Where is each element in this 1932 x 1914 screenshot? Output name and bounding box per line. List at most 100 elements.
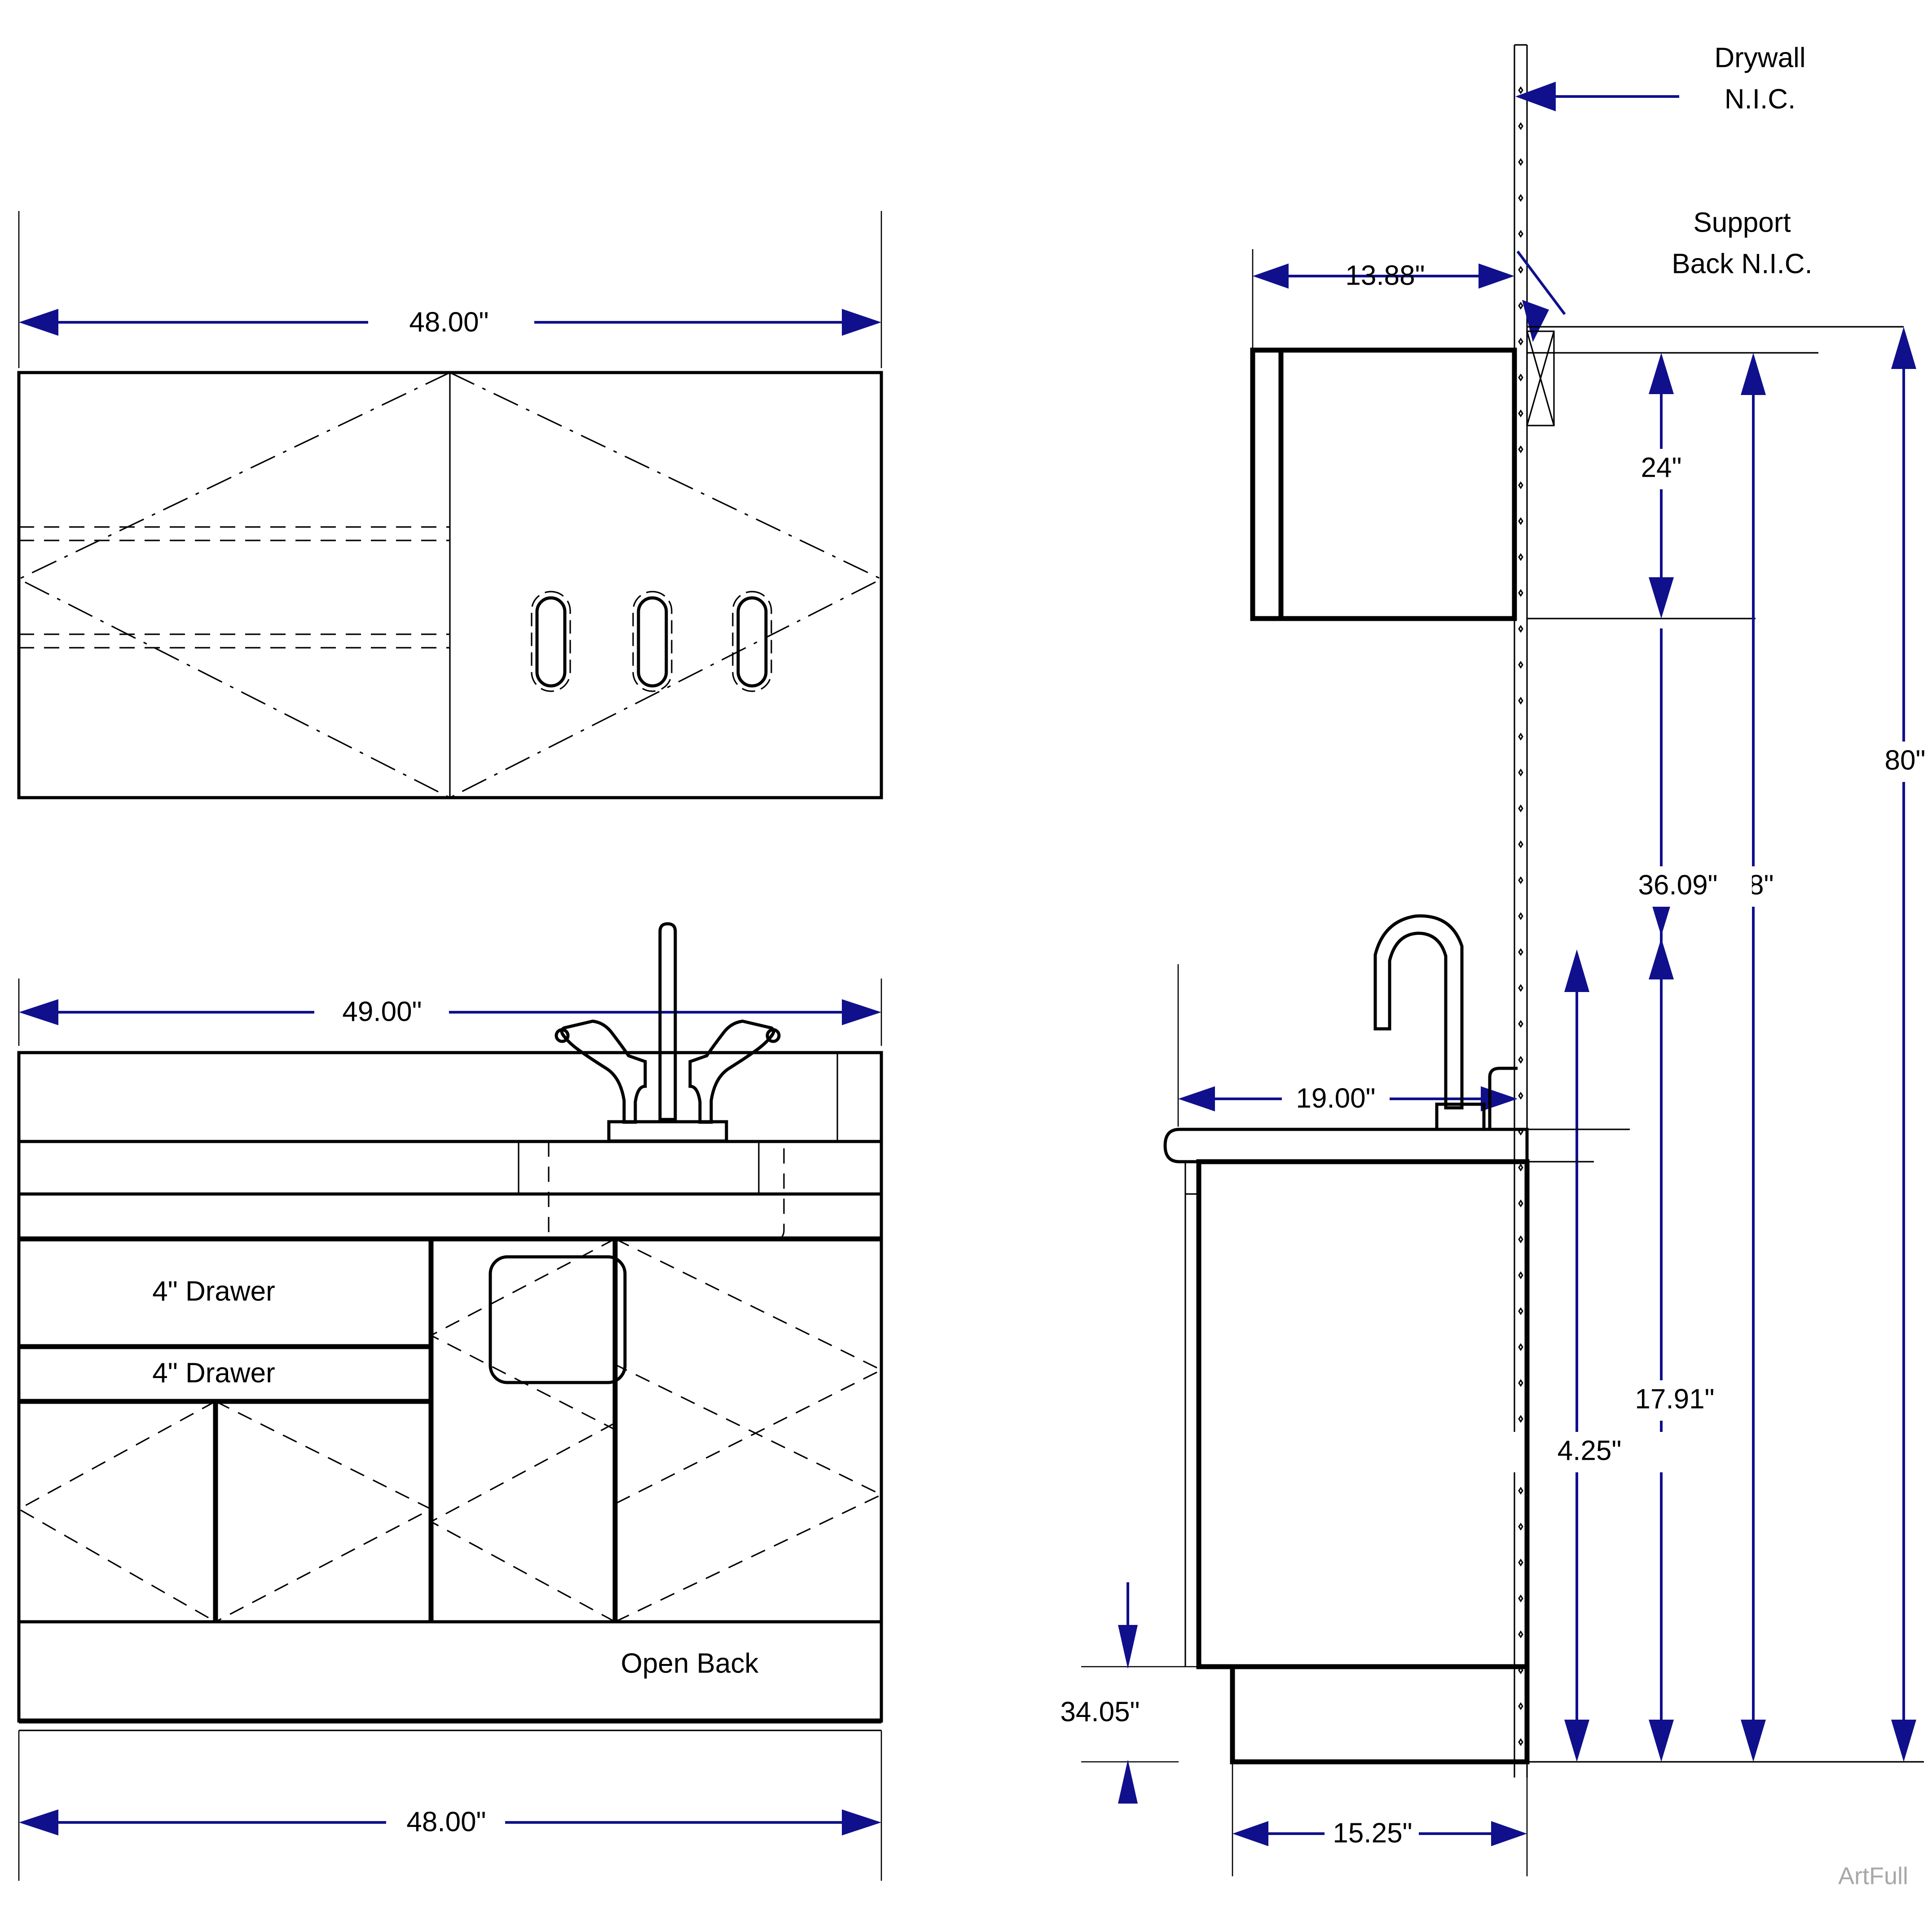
arrowhead-80-top <box>1891 327 1916 369</box>
dim-clearance-gap: 36.09" <box>1604 628 1752 1046</box>
sink-door-access-panel <box>489 1255 627 1384</box>
note-drywall-nic: Drywall N.I.C. <box>1515 42 1806 114</box>
dim-label-80: 80" <box>1885 745 1926 776</box>
dim-counter-width: 49.00" <box>19 996 881 1027</box>
arrowhead-3609-bottom <box>1649 1720 1674 1762</box>
note-drywall-line1: Drywall <box>1714 42 1805 73</box>
arrowhead-upper-depth-left <box>1253 263 1289 289</box>
arrowhead-1525-left <box>1232 1821 1268 1846</box>
vent-slot-3-outer <box>732 591 772 692</box>
watermark: ArtFull <box>1838 1862 1908 1889</box>
arrowhead-1525-right <box>1491 1821 1527 1846</box>
wall-hole <box>1518 517 1523 525</box>
arrowhead-19-left <box>1178 1086 1215 1111</box>
dim-overall-80: 80" <box>1871 327 1932 1762</box>
wall-hole <box>1518 661 1523 669</box>
arrowhead-24-bottom <box>1649 577 1674 619</box>
leader-arrowhead-drywall <box>1515 82 1556 111</box>
wall-hole <box>1518 1235 1523 1243</box>
dim-label-counter-width: 49.00" <box>342 996 422 1027</box>
wall-hole <box>1518 338 1523 346</box>
wall-hole <box>1518 1307 1523 1315</box>
faucet-front-view <box>555 922 781 1143</box>
support-bracket-x2 <box>1526 331 1555 426</box>
note-support-back-nic: Support Back N.I.C. <box>1516 207 1813 342</box>
wall-hole <box>1518 1343 1523 1351</box>
wall-hole <box>1518 948 1523 956</box>
support-bracket <box>1526 330 1555 426</box>
lower-vanity-front-elevation: 49.00" 4" Drawer 4" Drawer <box>17 922 883 1881</box>
dim-toekick-height: 34.05" <box>1060 1582 1208 1804</box>
faucet-right-handle-screw <box>766 1028 781 1043</box>
arrowhead-48b-left <box>19 1809 58 1835</box>
upper-cabinet-section-body <box>1250 249 1517 621</box>
dim-label-upper-depth: 13.88" <box>1345 260 1425 291</box>
drawer-label-top: 4" Drawer <box>152 1276 275 1307</box>
open-back-label: Open Back <box>621 1648 759 1679</box>
wall-hole <box>1518 1738 1523 1746</box>
dim-backsplash-to-floor: 17.91" <box>1598 938 1751 1762</box>
lower-vanity-side-section: 19.00" 34.05" <box>1060 914 1924 1876</box>
wall-hole <box>1518 733 1523 741</box>
arrowhead-49-right <box>842 999 881 1025</box>
dim-upper-cabinet-height: 24" <box>1621 353 1702 619</box>
toekick-side-profile <box>1230 1664 1530 1765</box>
dim-upper-width: 48.00" <box>19 307 881 338</box>
left-door-swing-indicator <box>17 372 450 799</box>
vent-slot-2-outer <box>632 591 673 692</box>
dim-label-upper-width: 48.00" <box>409 307 489 338</box>
vent-slot-3-inner <box>736 596 768 688</box>
wall-hole <box>1518 1163 1523 1172</box>
support-bracket-outline <box>1526 330 1555 426</box>
wall-hole <box>1518 1379 1523 1387</box>
wall-hole <box>1518 1056 1523 1064</box>
wall-hole <box>1518 768 1523 777</box>
wall-hole <box>1518 194 1523 202</box>
vent-slot-1 <box>531 591 571 692</box>
dim-label-toekick-height: 34.05" <box>1060 1696 1140 1727</box>
upper-cabinet-front-elevation: 48.00" <box>17 211 883 799</box>
dim-label-bg-80 <box>1871 742 1932 782</box>
wall-hole <box>1518 158 1523 166</box>
wall-hole <box>1518 1415 1523 1423</box>
wall-hole <box>1518 122 1523 130</box>
wall-hole <box>1518 302 1523 310</box>
dim-label-counter-depth: 19.00" <box>1296 1083 1375 1114</box>
arrowhead-48b-right <box>842 1809 881 1835</box>
wall-hole <box>1518 1020 1523 1028</box>
faucet-base-plate <box>607 1120 728 1143</box>
backsplash <box>17 1051 883 1143</box>
right-door-swing-indicator <box>449 372 883 799</box>
wall-hole <box>1518 1558 1523 1567</box>
arrowhead-78-bottom <box>1741 1720 1766 1762</box>
vent-slot-3 <box>732 591 772 692</box>
dim-label-1791: 36.09" <box>1638 869 1717 900</box>
dim-label-3405: 4.25" <box>1558 1435 1622 1466</box>
wall-hole <box>1518 697 1523 705</box>
wall-hole <box>1518 481 1523 489</box>
wall-hole <box>1518 1630 1523 1638</box>
vent-slot-1-inner <box>535 596 567 688</box>
drawer-label-bottom: 4" Drawer <box>152 1357 275 1388</box>
wall-hole <box>1518 840 1523 848</box>
wall-hole <box>1518 1487 1523 1495</box>
wall-hole <box>1518 1271 1523 1279</box>
note-drywall-line2: N.I.C. <box>1725 83 1796 114</box>
dim-label-3609: 17.91" <box>1635 1383 1714 1414</box>
countertop-side-profile <box>1163 1128 1529 1163</box>
vanity-carcass-outline <box>17 1192 883 1624</box>
wall-hole <box>1518 589 1523 597</box>
arrowhead-24-top <box>1649 353 1674 394</box>
wall-hole <box>1518 86 1523 94</box>
arrowhead-right <box>842 309 881 336</box>
note-support-line2: Back N.I.C. <box>1672 248 1813 279</box>
dim-base-depth: 15.25" <box>1232 1762 1528 1876</box>
faucet-left-handle <box>560 1019 647 1124</box>
wall-hole <box>1518 409 1523 417</box>
dim-label-24: 24" <box>1641 452 1682 483</box>
wall-hole <box>1518 553 1523 561</box>
lower-left-door-swing-right <box>215 1400 433 1623</box>
dim-upper-depth: 13.88" <box>1253 260 1514 291</box>
